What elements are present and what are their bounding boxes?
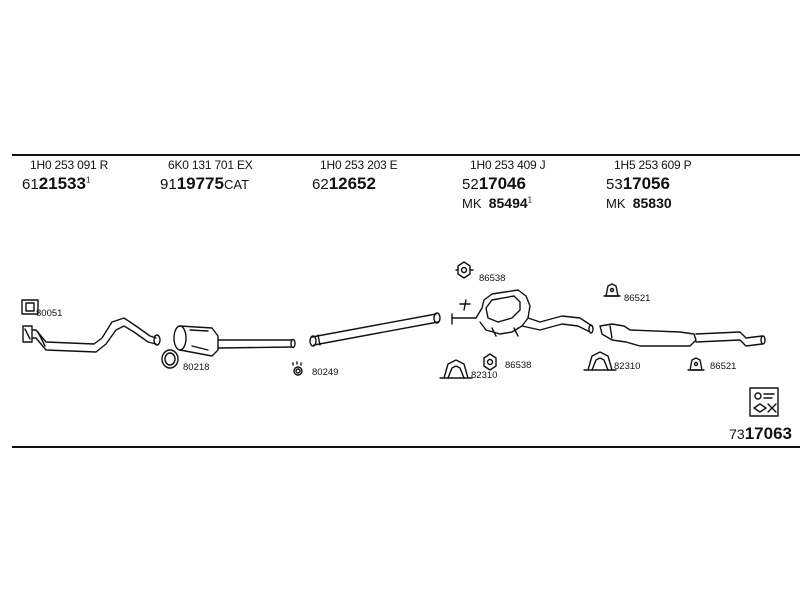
part-label: 86538	[505, 360, 531, 371]
part-label: 86521	[710, 361, 736, 372]
part-number: 9119775CAT	[160, 174, 250, 193]
ring-icon	[161, 349, 179, 369]
rubber-mount-icon	[455, 261, 474, 279]
part-label: 80051	[36, 308, 62, 319]
center-silencer-drawing	[451, 289, 594, 337]
rear-silencer-drawing	[599, 323, 766, 347]
part-label: 80249	[312, 367, 338, 378]
part-number: 5317056	[606, 174, 670, 193]
part-label: 82310	[471, 370, 497, 381]
part-label: 82310	[614, 361, 640, 372]
part-label: 86521	[624, 293, 650, 304]
part-number: 6212652	[312, 174, 376, 193]
hanger-icon	[603, 283, 621, 297]
oe-number: 1H5 253 609 P	[614, 158, 692, 172]
kit-number: 7317063	[729, 424, 792, 443]
part-number: 5217046	[462, 174, 526, 193]
oe-number: 1H0 253 203 E	[320, 158, 398, 172]
rubber-mount-icon	[483, 353, 497, 371]
part-column-middle-pipe: 1H0 253 203 E 6212652	[312, 158, 398, 194]
front-pipe-drawing	[22, 317, 161, 353]
clamp-icon	[439, 359, 473, 379]
oe-number: 1H0 253 409 J	[470, 158, 546, 172]
clamp-icon	[292, 361, 303, 376]
part-column-center-silencer: 1H0 253 409 J 5217046 MK 854941	[462, 158, 546, 211]
hanger-icon	[687, 357, 705, 371]
catalyst-drawing	[173, 325, 296, 357]
part-column-front-pipe: 1H0 253 091 R 61215331	[22, 158, 108, 194]
part-column-rear-silencer: 1H5 253 609 P 5317056 MK 85830	[606, 158, 692, 211]
bottom-rule	[12, 446, 800, 448]
gasket-icon	[21, 299, 39, 315]
top-rule	[12, 154, 800, 156]
part-column-catalyst: 6K0 131 701 EX 9119775CAT	[160, 158, 253, 194]
oe-number: 1H0 253 091 R	[30, 158, 109, 172]
clamp-icon	[583, 351, 617, 371]
part-number: 61215331	[22, 174, 91, 193]
mounting-kit-number: MK 85830	[606, 195, 672, 211]
mounting-kit-number: MK 854941	[462, 195, 533, 211]
oe-number: 6K0 131 701 EX	[168, 158, 253, 172]
part-label: 80218	[183, 362, 209, 373]
kit-box-icon	[749, 387, 779, 417]
middle-pipe-drawing	[309, 312, 441, 347]
part-label: 86538	[479, 273, 505, 284]
